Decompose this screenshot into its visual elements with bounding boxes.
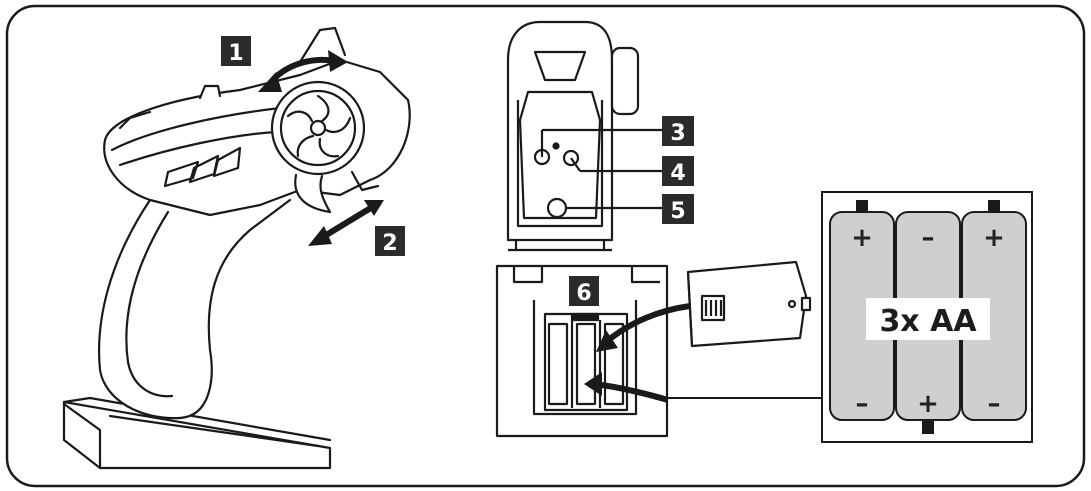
callout-6-label: 6 <box>576 281 591 306</box>
callout-6: 6 <box>569 276 599 306</box>
battery-right-bottom-sign: – <box>988 389 1001 419</box>
battery-left-bottom-sign: – <box>856 389 869 419</box>
battery-cover <box>686 260 812 348</box>
transmitter-illustration <box>62 26 411 470</box>
callout-2-label: 2 <box>382 231 397 256</box>
callout-2: 2 <box>375 226 405 256</box>
battery-insert-arrow <box>584 372 669 403</box>
callout-4-label: 4 <box>670 161 685 186</box>
callout-5-label: 5 <box>670 199 685 224</box>
battery-right: + – <box>961 200 1027 421</box>
callout-5: 5 <box>662 194 694 224</box>
callout-1-label: 1 <box>228 41 243 66</box>
cover-insert-arrow <box>596 303 691 352</box>
callout-1: 1 <box>221 36 251 66</box>
callout-3-label: 3 <box>670 121 685 146</box>
battery-label: 3x AA <box>879 304 977 339</box>
battery-left-top-sign: + <box>851 223 873 253</box>
callout-4: 4 <box>662 156 694 186</box>
battery-label-box <box>866 298 990 340</box>
transmitter-rear-view <box>506 20 662 252</box>
throttle-arrow <box>308 200 384 246</box>
callout-3: 3 <box>662 116 694 146</box>
battery-middle-top-sign: – <box>922 223 935 253</box>
battery-right-top-sign: + <box>983 223 1005 253</box>
steering-rotation-arrow <box>258 50 348 92</box>
battery-middle-bottom-sign: + <box>917 389 939 419</box>
